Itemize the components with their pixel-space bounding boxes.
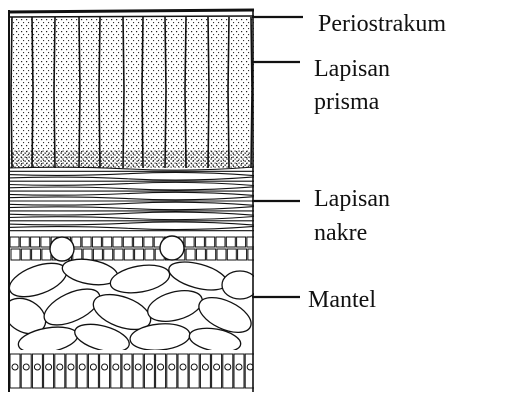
label-lapisan-prisma-line1: Lapisan [314, 56, 390, 82]
epithelial-cell [10, 237, 19, 247]
cell-nucleus [113, 364, 119, 370]
epithelial-cell [247, 237, 256, 247]
epithelial-cell [216, 237, 225, 247]
periostracum-layer [8, 8, 254, 18]
epithelial-cell [135, 249, 144, 260]
cell-nucleus [146, 364, 152, 370]
label-lapisan-nakre-line1: Lapisan [314, 186, 390, 212]
epithelial-cell [31, 237, 40, 247]
inner-epithelial-cell [167, 354, 177, 388]
epithelial-cell [92, 237, 101, 247]
epithelial-cell [21, 249, 30, 260]
epithelial-cell [114, 249, 123, 260]
epithelial-cell [104, 249, 113, 260]
inner-epithelial-cell [133, 354, 143, 388]
epithelial-cell [32, 249, 41, 260]
cell-nucleus [225, 364, 231, 370]
cell-nucleus [79, 364, 85, 370]
inner-epithelial-cell [234, 354, 244, 388]
cell-nucleus [46, 364, 52, 370]
epithelial-cell [83, 249, 92, 260]
cell-nucleus [124, 364, 130, 370]
epithelial-cell [196, 249, 205, 260]
epithelial-cell [206, 237, 215, 247]
label-lapisan-prisma-line2: prisma [314, 89, 380, 115]
label-periostrakum: Periostrakum [318, 11, 446, 37]
cell-nucleus [214, 364, 220, 370]
inner-epithelial-cell [189, 354, 199, 388]
inner-epithelial-cell [88, 354, 98, 388]
epithelial-cell [145, 249, 154, 260]
label-mantel: Mantel [308, 287, 376, 313]
label-lapisan-nakre-line2: nakre [314, 220, 367, 246]
inner-epithelial-cell [144, 354, 154, 388]
inner-epithelial-cell [200, 354, 210, 388]
epithelial-cell [124, 249, 133, 260]
epithelial-cell [113, 237, 122, 247]
prismatic-layer [8, 17, 254, 170]
epithelial-cell [217, 249, 226, 260]
inner-epithelial-cell [32, 354, 42, 388]
inner-epithelial-cell [212, 354, 222, 388]
cell-nucleus [191, 364, 197, 370]
cell-nucleus [169, 364, 175, 370]
mantle-outer-epithelium [8, 234, 257, 262]
inner-epithelial-cell [21, 354, 31, 388]
epithelial-cell [185, 237, 194, 247]
epithelial-cell [82, 237, 91, 247]
epithelial-cell [195, 237, 204, 247]
epithelial-cell [226, 237, 235, 247]
nacre-layer [8, 167, 254, 234]
epithelial-cell [134, 237, 143, 247]
inner-epithelial-cell [44, 354, 54, 388]
cell-nucleus [180, 364, 186, 370]
inner-epithelial-cell [156, 354, 166, 388]
epithelial-cell [93, 249, 102, 260]
inner-epithelial-cell [111, 354, 121, 388]
epithelial-cell [20, 237, 29, 247]
inner-epithelial-cell [66, 354, 76, 388]
cell-nucleus [34, 364, 40, 370]
cell-nucleus [57, 364, 63, 370]
epithelial-cell [103, 237, 112, 247]
inner-epithelial-cell [55, 354, 65, 388]
inner-epithelial-cell [100, 354, 110, 388]
epithelial-cell [144, 237, 153, 247]
cell-nucleus [202, 364, 208, 370]
inner-epithelial-cell [77, 354, 87, 388]
epithelial-cell [123, 237, 132, 247]
epithelial-cell [237, 237, 246, 247]
epithelial-cell [11, 249, 20, 260]
inner-epithelial-cell [122, 354, 132, 388]
epithelial-cell [207, 249, 216, 260]
cell-nucleus [158, 364, 164, 370]
mantle-connective-tissue [0, 255, 258, 357]
cell-nucleus [90, 364, 96, 370]
epithelial-cell [186, 249, 195, 260]
epithelial-cell [41, 237, 50, 247]
epithelial-cell [227, 249, 236, 260]
cell-nucleus [102, 364, 108, 370]
inner-epithelial-cell [223, 354, 233, 388]
cell-nucleus [12, 364, 18, 370]
cell-nucleus [23, 364, 29, 370]
inner-epithelial-cell [178, 354, 188, 388]
inner-epithelial-cell [10, 354, 20, 388]
cell-nucleus [68, 364, 74, 370]
epithelial-cell [238, 249, 247, 260]
mantle-inner-epithelium [8, 350, 255, 394]
cell-nucleus [236, 364, 242, 370]
cell-nucleus [135, 364, 141, 370]
